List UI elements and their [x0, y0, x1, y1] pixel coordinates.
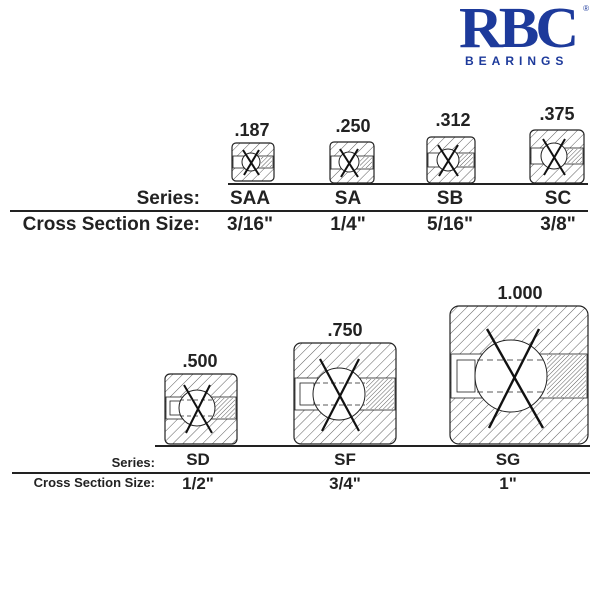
bearing-section-sg-icon [449, 305, 589, 445]
series-label-bottom: Series: [111, 455, 155, 470]
baseline-bottom [155, 445, 590, 447]
dimension-sd: .500 [182, 351, 218, 371]
dimension-sc: .375 [539, 104, 575, 124]
divider-top [10, 210, 588, 212]
dimension-sb: .312 [435, 110, 471, 130]
size-sc: 3/8" [540, 214, 576, 235]
dimension-sg: 1.000 [497, 283, 543, 303]
size-label-bottom: Cross Section Size: [33, 475, 155, 490]
divider-bottom-left [12, 472, 155, 474]
bearing-section-sf-icon [293, 342, 397, 445]
size-sd: 1/2" [182, 474, 214, 493]
series-sd: SD [186, 450, 210, 469]
divider-bottom-right [155, 472, 590, 474]
size-sg: 1" [499, 474, 517, 493]
dimension-sa: .250 [335, 116, 371, 136]
registered-mark: ® [583, 4, 589, 13]
series-sf: SF [334, 450, 356, 469]
baseline-top [228, 183, 588, 185]
logo-text: RBC [459, 0, 579, 60]
series-sc: SC [544, 188, 572, 209]
rbc-bearings-logo: RBC ® BEARINGS [459, 0, 589, 68]
series-saa: SAA [229, 188, 271, 209]
series-sb: SB [436, 188, 464, 209]
bearing-section-saa-icon [231, 142, 275, 182]
size-sf: 3/4" [329, 474, 361, 493]
size-sb: 5/16" [427, 214, 473, 235]
size-label-top: Cross Section Size: [22, 214, 200, 235]
logo-subtext: BEARINGS [465, 54, 569, 68]
size-sa: 1/4" [330, 214, 366, 235]
bearing-section-sa-icon [329, 141, 375, 184]
series-sa: SA [334, 188, 362, 209]
bearing-section-sc-icon [529, 129, 585, 184]
bearing-section-sd-icon [164, 373, 238, 445]
bearing-section-sb-icon [426, 136, 476, 184]
size-saa: 3/16" [227, 214, 273, 235]
dimension-saa: .187 [234, 120, 270, 140]
series-label-top: Series: [136, 188, 200, 209]
series-sg: SG [495, 450, 521, 469]
dimension-sf: .750 [327, 320, 363, 340]
